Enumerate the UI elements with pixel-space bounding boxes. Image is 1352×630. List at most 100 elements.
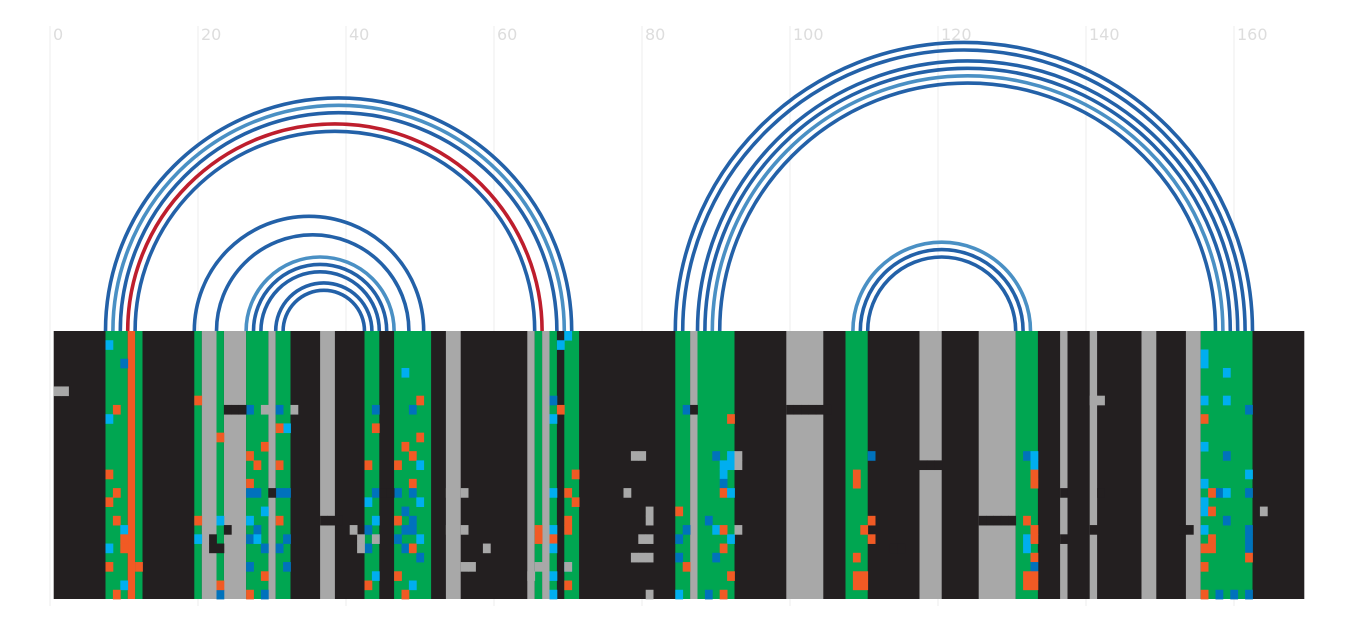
alignment-cell: [364, 460, 373, 471]
alignment-cell: [867, 534, 876, 544]
x-tick-label: 80: [645, 25, 665, 44]
alignment-cell: [401, 441, 410, 452]
alignment-cell: [394, 515, 402, 526]
alignment-cell: [460, 488, 469, 498]
base-pair-arc: [192, 214, 426, 332]
gray-column: [690, 331, 698, 599]
gap-cell: [327, 515, 336, 526]
alignment-cell: [682, 562, 691, 572]
alignment-cell: [246, 589, 254, 600]
gap-cell: [1097, 488, 1105, 498]
alignment-cell: [260, 571, 269, 581]
alignment-cell: [1222, 515, 1231, 526]
alignment-cell: [408, 580, 417, 591]
alignment-cell: [371, 404, 380, 415]
base-pair-arc: [244, 255, 396, 332]
alignment-cell: [852, 552, 861, 563]
gap-cell: [238, 404, 247, 415]
alignment-cell: [1200, 441, 1209, 452]
alignment-cell: [401, 525, 410, 535]
alignment-cell: [364, 580, 373, 591]
base-pair-arc: [259, 270, 382, 332]
alignment-cell: [564, 515, 573, 526]
gap-cell: [793, 404, 802, 415]
gray-column: [542, 331, 550, 599]
gap-cell: [808, 404, 817, 415]
alignment-cell: [727, 460, 735, 471]
gray-column: [978, 331, 1016, 599]
gap-cell: [986, 515, 994, 526]
alignment-cell: [105, 497, 114, 507]
alignment-cell: [408, 525, 417, 535]
gap-cell: [889, 543, 898, 554]
alignment-matrix: [53, 331, 1305, 600]
paired-column: [105, 331, 128, 599]
alignment-cell: [445, 525, 454, 535]
alignment-cell: [194, 534, 203, 544]
alignment-cell: [105, 543, 114, 554]
gray-column: [268, 331, 276, 599]
alignment-cell: [549, 571, 558, 581]
base-pair-arc: [214, 233, 411, 332]
gap-cell: [223, 525, 232, 535]
alignment-cell: [549, 488, 558, 498]
alignment-cell: [105, 469, 114, 480]
alignment-cell: [734, 460, 743, 471]
gray-column: [786, 331, 824, 599]
alignment-cell: [1030, 571, 1039, 581]
base-pair-arc: [851, 240, 1033, 332]
gap-cell: [216, 543, 225, 554]
alignment-cell: [371, 488, 380, 498]
alignment-cell: [1245, 469, 1253, 480]
gap-cell: [897, 543, 906, 554]
gray-column: [201, 331, 217, 599]
gray-column: [527, 331, 535, 599]
alignment-cell: [482, 543, 491, 554]
alignment-cell: [1030, 525, 1039, 535]
alignment-cell: [719, 589, 728, 600]
alignment-cell: [712, 451, 721, 461]
alignment-cell: [719, 478, 728, 489]
gap-cell: [386, 488, 395, 498]
alignment-cell: [645, 552, 654, 563]
gap-cell: [690, 404, 698, 415]
alignment-cell: [534, 534, 543, 544]
alignment-cell: [1200, 543, 1209, 554]
alignment-cell: [682, 525, 691, 535]
alignment-cell: [1200, 525, 1209, 535]
alignment-cell: [675, 589, 684, 600]
alignment-cell: [460, 562, 469, 572]
alignment-cell: [216, 589, 225, 600]
alignment-cell: [246, 451, 254, 461]
alignment-cell: [1245, 488, 1253, 498]
alignment-cell: [253, 460, 262, 471]
alignment-cell: [1245, 404, 1253, 415]
alignment-cell: [1030, 478, 1039, 489]
alignment-cell: [364, 543, 373, 554]
alignment-cell: [564, 562, 573, 572]
alignment-cell: [401, 367, 410, 378]
gap-cell: [801, 404, 809, 415]
gap-cell: [231, 404, 240, 415]
alignment-cell: [712, 552, 721, 563]
alignment-cell: [1245, 552, 1253, 563]
alignment-cell: [216, 432, 225, 443]
alignment-cell: [246, 515, 254, 526]
base-pair-arc: [703, 66, 1233, 332]
alignment-cell: [408, 478, 417, 489]
alignment-cell: [283, 423, 291, 434]
alignment-cell: [1230, 589, 1239, 600]
alignment-cell: [53, 386, 62, 397]
alignment-cell: [401, 506, 410, 517]
base-pair-arc: [133, 129, 537, 332]
alignment-cell: [704, 589, 713, 600]
alignment-cell: [1023, 451, 1031, 461]
base-pair-arc: [273, 281, 374, 332]
gap-cell: [1185, 525, 1194, 535]
alignment-cell: [246, 534, 254, 544]
paired-column: [534, 331, 543, 599]
alignment-cell: [401, 589, 410, 600]
alignment-cell: [719, 460, 728, 471]
alignment-cell: [61, 386, 69, 397]
